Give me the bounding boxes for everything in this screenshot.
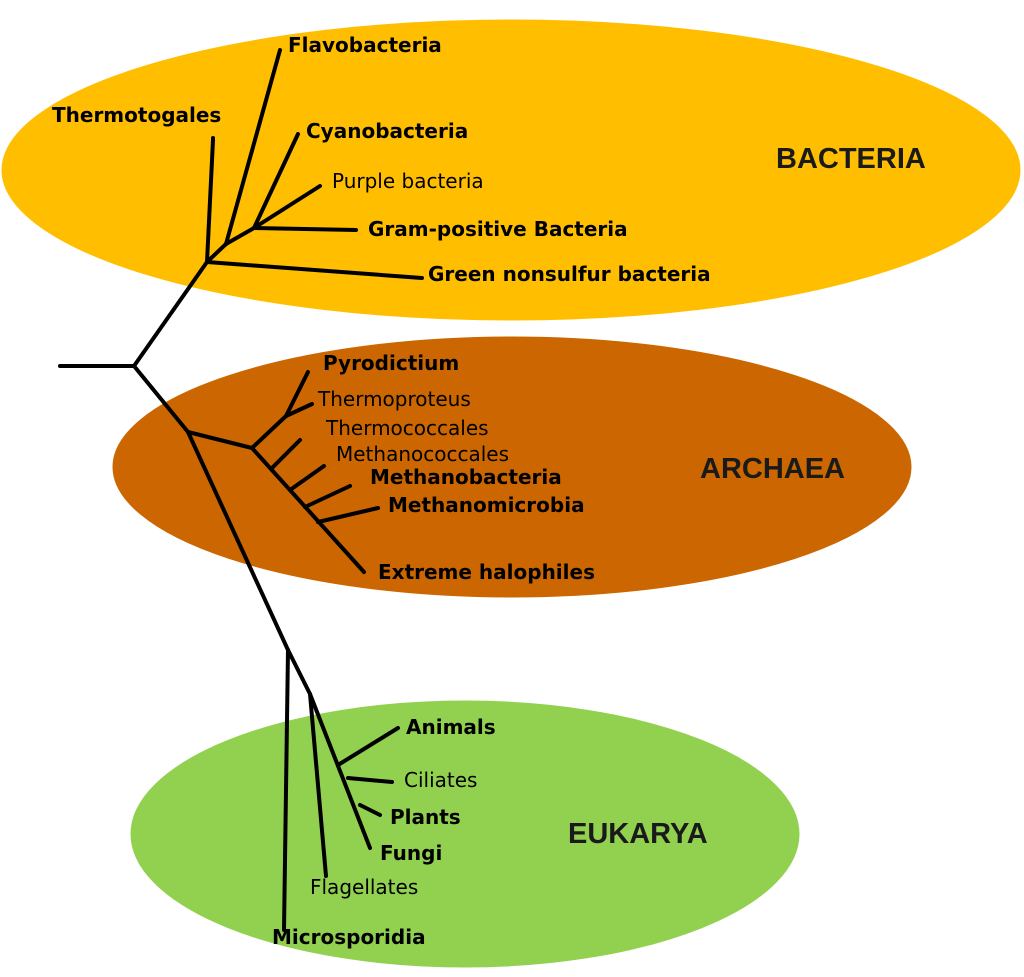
label-thermoproteus: Thermoproteus [317, 387, 471, 411]
methanobacteria-branch [303, 484, 352, 509]
label-thermotogales: Thermotogales [52, 103, 221, 127]
ciliates-branch [346, 776, 394, 784]
label-methanococcales: Methanococcales [336, 442, 509, 466]
methanococcales-branch [288, 464, 326, 492]
label-extreme-halophiles: Extreme halophiles [378, 560, 595, 584]
archaea-domain-ellipse [109, 333, 915, 601]
bacteria-stem-branch [132, 260, 209, 368]
flavobacteria-branch [224, 48, 282, 246]
crown-eukarya-branch [308, 692, 372, 850]
label-cyanobacteria: Cyanobacteria [306, 119, 468, 143]
eukarya-stem-branch [186, 430, 290, 652]
label-flavobacteria: Flavobacteria [288, 33, 442, 57]
thermoproteus-branch [284, 402, 314, 418]
microsporidia-branch [282, 648, 290, 932]
purple-bacteria-branch [252, 184, 322, 230]
plants-branch [358, 803, 382, 817]
archaea-stem-branch [186, 430, 254, 450]
eukarya-inner-branch [286, 648, 312, 696]
eukarya-domain-ellipse [127, 697, 803, 971]
eukarya-domain-label: EUKARYA [568, 818, 708, 850]
archaea-eukarya-stem-branch [132, 364, 190, 434]
label-green-nonsulfur-bacteria: Green nonsulfur bacteria [428, 262, 711, 286]
crenarchaea-branch [250, 414, 288, 450]
label-purple-bacteria: Purple bacteria [332, 169, 484, 193]
bacteria-inner-branch [205, 242, 228, 264]
bacteria-domain-ellipse [0, 16, 1024, 324]
tree-branches [58, 48, 424, 932]
label-plants: Plants [390, 805, 461, 829]
bacteria-inner-branch-2 [224, 226, 256, 246]
label-fungi: Fungi [380, 841, 442, 865]
methanomicrobia-branch [316, 506, 380, 524]
pyrodictium-branch [284, 370, 310, 418]
gram-positive-branch [252, 226, 358, 232]
animals-branch [336, 726, 400, 767]
label-methanobacteria: Methanobacteria [370, 465, 562, 489]
label-ciliates: Ciliates [404, 768, 477, 792]
label-animals: Animals [406, 715, 496, 739]
label-pyrodictium: Pyrodictium [323, 351, 459, 375]
thermococcales-branch [269, 438, 302, 471]
flagellates-branch [308, 692, 328, 878]
label-methanomicrobia: Methanomicrobia [388, 493, 585, 517]
label-thermococcales: Thermococcales [325, 416, 489, 440]
archaea-domain-label: ARCHAEA [700, 453, 845, 485]
label-gram-positive-bacteria: Gram-positive Bacteria [368, 217, 628, 241]
bacteria-domain-label: BACTERIA [776, 143, 926, 175]
thermotogales-branch [205, 136, 215, 264]
cyanobacteria-branch [252, 132, 300, 230]
label-microsporidia: Microsporidia [272, 925, 426, 949]
green-nonsulfur-branch [205, 260, 424, 280]
label-flagellates: Flagellates [310, 875, 418, 899]
